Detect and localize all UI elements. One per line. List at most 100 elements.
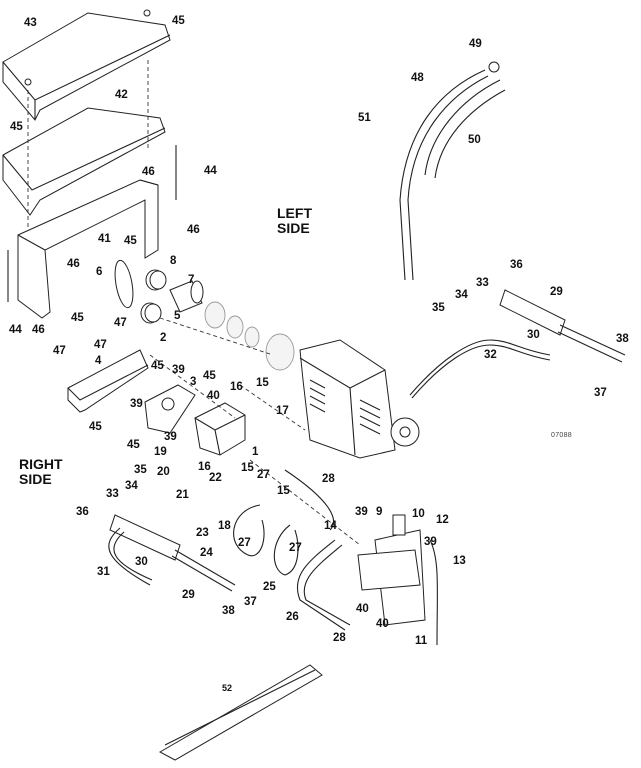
callout-28: 28	[333, 632, 346, 644]
suction-hose	[284, 469, 335, 531]
callout-37: 37	[594, 387, 607, 399]
callout-4: 4	[95, 355, 102, 367]
callout-21: 21	[176, 489, 189, 501]
callout-45: 45	[203, 370, 216, 382]
callout-6: 6	[96, 266, 103, 278]
callout-48: 48	[411, 72, 424, 84]
part-43-top-cover	[2, 9, 171, 121]
callout-29: 29	[550, 286, 563, 298]
part-29-cylinder-right	[109, 514, 236, 592]
callout-38: 38	[616, 333, 629, 345]
callout-41: 41	[98, 233, 111, 245]
part-24-hose	[233, 504, 265, 557]
callout-5: 5	[174, 310, 181, 322]
callout-39: 39	[424, 536, 437, 548]
part-31-hose	[108, 527, 151, 586]
callout-15: 15	[241, 462, 254, 474]
callout-39: 39	[172, 364, 185, 376]
callout-30: 30	[527, 329, 540, 341]
part-7-shaft	[169, 280, 204, 313]
left-side-label: LEFT SIDE	[277, 206, 312, 236]
left-side-label-line1: LEFT	[277, 205, 312, 221]
callout-15: 15	[277, 485, 290, 497]
callout-45: 45	[71, 312, 84, 324]
part-44-rod	[7, 145, 177, 302]
callout-39: 39	[130, 398, 143, 410]
callout-46: 46	[142, 166, 155, 178]
callout-36: 36	[510, 259, 523, 271]
right-side-label: RIGHT SIDE	[19, 457, 63, 487]
callout-45: 45	[89, 421, 102, 433]
callout-28: 28	[322, 473, 335, 485]
part-3-plate	[144, 384, 196, 434]
part-8-pulley	[145, 269, 167, 291]
callout-16: 16	[230, 381, 243, 393]
callout-17: 17	[276, 405, 289, 417]
callout-32: 32	[484, 349, 497, 361]
right-side-label-line2: SIDE	[19, 471, 52, 487]
callout-35: 35	[134, 464, 147, 476]
callout-27: 27	[289, 542, 302, 554]
callout-52: 52	[222, 683, 233, 693]
callout-40: 40	[207, 390, 220, 402]
callout-39: 39	[164, 431, 177, 443]
callout-45: 45	[172, 15, 185, 27]
callout-40: 40	[376, 618, 389, 630]
part-5-pulley	[140, 302, 162, 324]
part-9-tank	[357, 514, 426, 626]
figure-code: 07088	[551, 432, 572, 439]
part-4-bracket	[67, 349, 149, 413]
part-48-hose	[399, 69, 489, 281]
callout-13: 13	[453, 555, 466, 567]
part-52-frame-rail	[158, 664, 323, 761]
part-6-belt	[114, 259, 134, 309]
callout-44: 44	[204, 165, 217, 177]
callout-30: 30	[135, 556, 148, 568]
callout-49: 49	[469, 38, 482, 50]
callout-47: 47	[114, 317, 127, 329]
callout-12: 12	[436, 514, 449, 526]
callout-8: 8	[170, 255, 177, 267]
callout-46: 46	[187, 224, 200, 236]
left-side-label-line2: SIDE	[277, 220, 310, 236]
callout-26: 26	[286, 611, 299, 623]
callout-45: 45	[127, 439, 140, 451]
callout-19: 19	[154, 446, 167, 458]
callout-18: 18	[218, 520, 231, 532]
callout-40: 40	[356, 603, 369, 615]
coupling-discs	[204, 301, 295, 371]
callout-45: 45	[151, 360, 164, 372]
callout-25: 25	[263, 581, 276, 593]
callout-7: 7	[188, 274, 195, 286]
callout-31: 31	[97, 566, 110, 578]
callout-51: 51	[358, 112, 371, 124]
part-13-tube	[429, 539, 438, 646]
right-side-label-line1: RIGHT	[19, 456, 63, 472]
callout-20: 20	[157, 466, 170, 478]
callout-24: 24	[200, 547, 213, 559]
callout-33: 33	[106, 488, 119, 500]
callout-35: 35	[432, 302, 445, 314]
callout-45: 45	[10, 121, 23, 133]
part-49-cap	[488, 61, 500, 73]
part-41-bracket	[17, 179, 159, 319]
callout-38: 38	[222, 605, 235, 617]
callout-15: 15	[256, 377, 269, 389]
callout-50: 50	[468, 134, 481, 146]
callout-45: 45	[124, 235, 137, 247]
callout-29: 29	[182, 589, 195, 601]
part-29-cylinder-left	[499, 289, 626, 363]
callout-10: 10	[412, 508, 425, 520]
engine	[299, 339, 420, 459]
callout-27: 27	[257, 469, 270, 481]
callout-36: 36	[76, 506, 89, 518]
callout-1: 1	[252, 446, 259, 458]
callout-43: 43	[24, 17, 37, 29]
callout-34: 34	[125, 480, 138, 492]
callout-3: 3	[190, 376, 197, 388]
callout-22: 22	[209, 472, 222, 484]
callout-23: 23	[196, 527, 209, 539]
callout-16: 16	[198, 461, 211, 473]
callout-34: 34	[455, 289, 468, 301]
callout-46: 46	[67, 258, 80, 270]
